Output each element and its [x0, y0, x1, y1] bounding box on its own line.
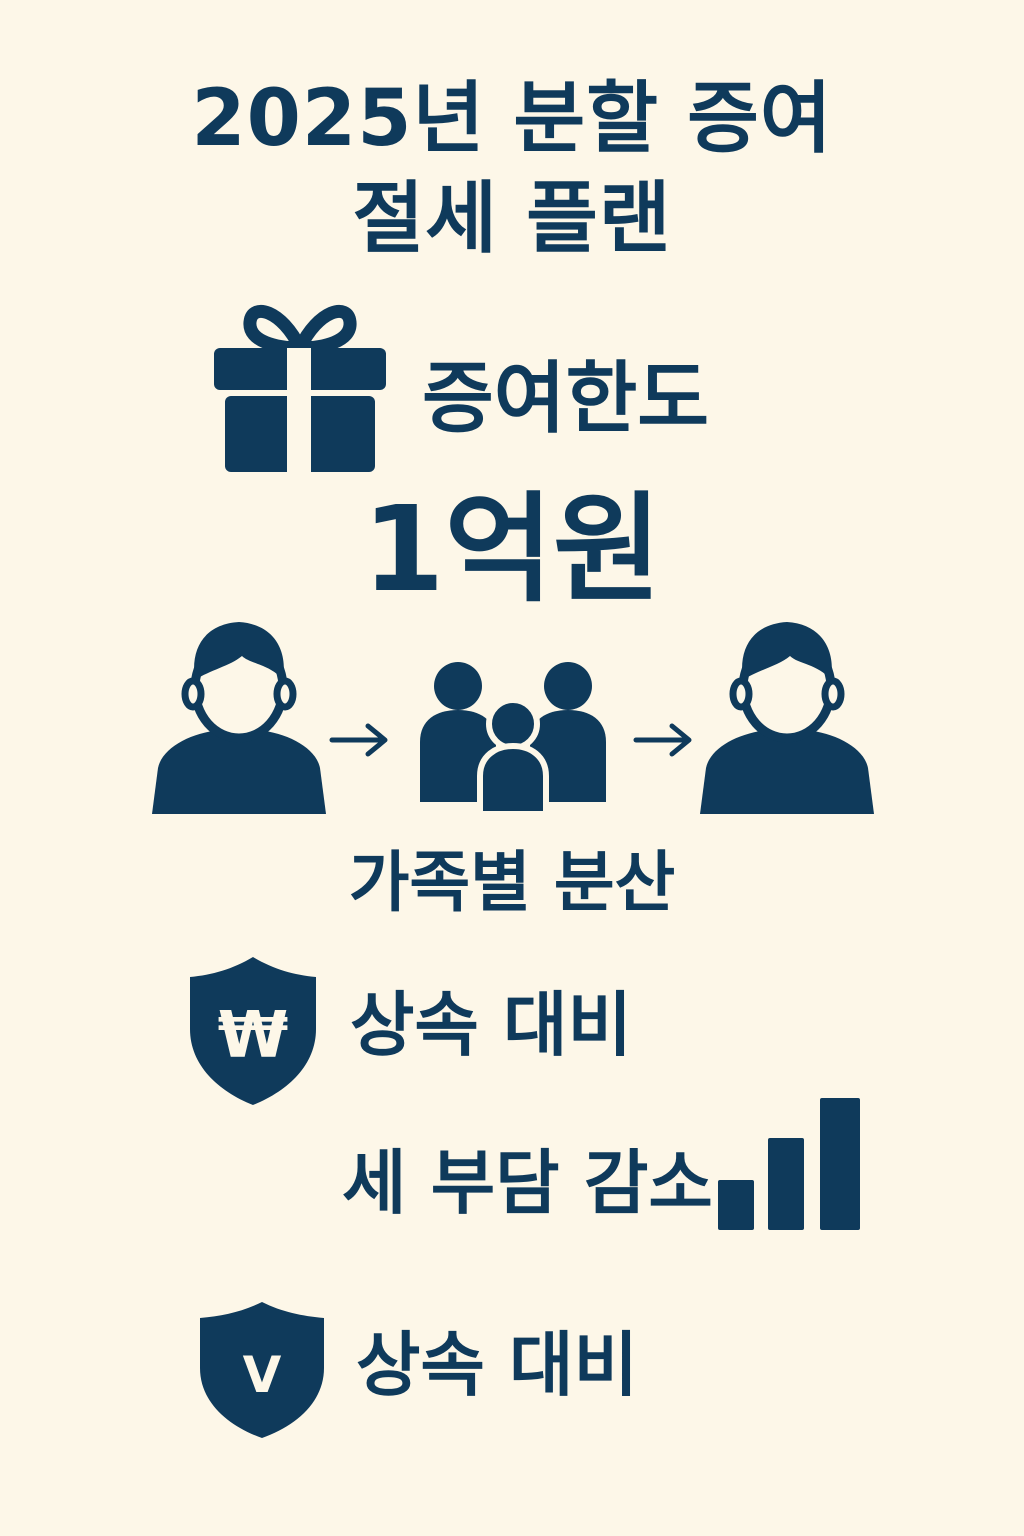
shield-check-icon: V: [198, 1300, 326, 1440]
family-icon: [418, 660, 608, 817]
gift-icon: [212, 300, 388, 475]
person-icon: [698, 618, 876, 816]
shield-check-glyph: V: [243, 1346, 282, 1404]
inheritance-prep-label: 상속 대비: [350, 984, 632, 1066]
shield-won-icon: ₩: [188, 955, 318, 1107]
page-title-line-1: 2025년 분할 증여: [191, 74, 833, 164]
tax-reduction-label: 세 부담 감소: [342, 1142, 713, 1224]
page-title-line-2: 절세 플랜: [352, 174, 672, 264]
person-icon: [150, 618, 328, 816]
shield-won-glyph: ₩: [218, 999, 289, 1073]
bar-chart-icon: [718, 1098, 860, 1232]
inheritance-prep-label: 상속 대비: [356, 1324, 638, 1406]
arrow-right-icon: [329, 720, 390, 760]
gift-limit-amount: 1억원: [362, 480, 662, 618]
family-distribution-label: 가족별 분산: [348, 844, 676, 921]
arrow-right-icon: [633, 720, 694, 760]
gift-limit-label: 증여한도: [422, 354, 710, 444]
